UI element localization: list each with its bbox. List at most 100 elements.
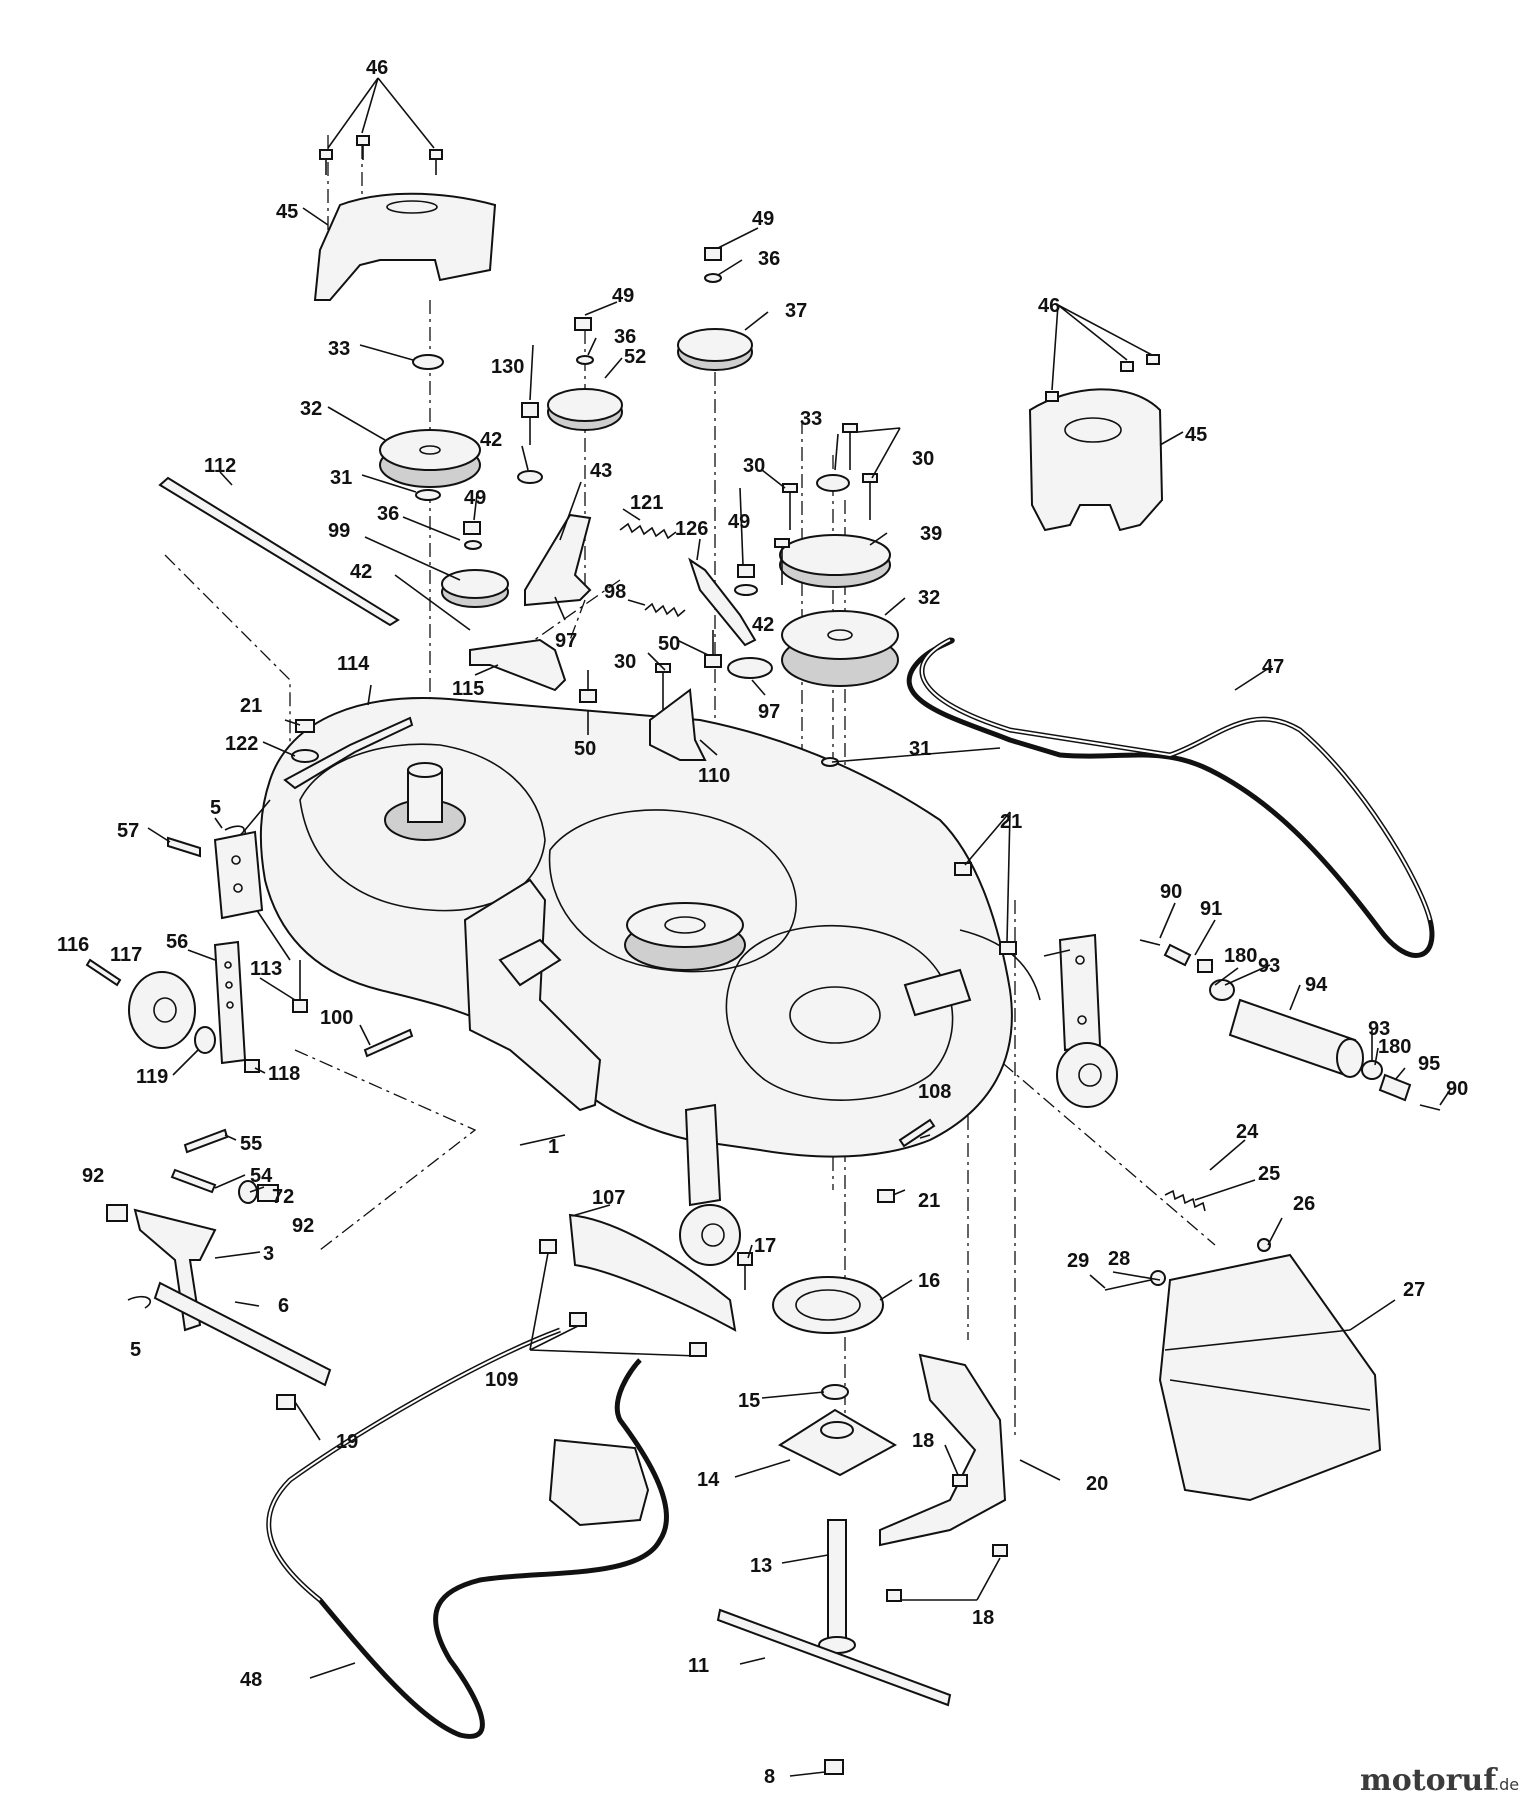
nut-49-b (574, 317, 592, 331)
callout-126: 126 (675, 518, 708, 540)
callout-43: 43 (590, 460, 612, 482)
callout-21: 21 (1000, 811, 1022, 833)
blade-11 (716, 1608, 952, 1707)
springs (619, 522, 1206, 1212)
belt-47 (906, 637, 1435, 958)
callout-1: 1 (548, 1136, 559, 1158)
washer-119 (194, 1026, 216, 1054)
spacer-33-right (816, 474, 850, 492)
bolt-108 (898, 1118, 936, 1148)
callout-118: 118 (268, 1063, 300, 1085)
baffle-20 (879, 1353, 1007, 1547)
callout-31: 31 (330, 467, 352, 489)
bolts-30 (655, 423, 878, 715)
shield-107 (568, 1213, 737, 1332)
callout-42: 42 (752, 614, 774, 636)
callout-46: 46 (1038, 295, 1060, 317)
callout-36: 36 (377, 503, 399, 525)
callout-97: 97 (555, 630, 577, 652)
callout-97: 97 (758, 701, 780, 723)
callout-25: 25 (1258, 1163, 1280, 1185)
callout-42: 42 (350, 561, 372, 583)
nuts-109 (539, 1239, 707, 1357)
washer-36-a (464, 540, 482, 550)
callout-107: 107 (592, 1187, 625, 1209)
callout-54: 54 (250, 1165, 273, 1187)
bolt-55 (183, 1128, 229, 1154)
callout-49: 49 (464, 487, 486, 509)
deck-center-baffle (463, 878, 602, 1112)
callout-labels: 46 45 33 32 31 36 99 42 112 130 42 49 49… (57, 57, 1468, 1788)
watermark-suffix: .de (1494, 1775, 1519, 1794)
callout-49: 49 (728, 511, 750, 533)
leader-lines (147, 77, 1451, 1777)
callout-114: 114 (337, 653, 370, 675)
rod-114 (283, 716, 414, 790)
bracket-56 (213, 940, 247, 1065)
washer-15 (821, 1384, 849, 1400)
bolt-8 (824, 1759, 844, 1775)
callout-115: 115 (452, 678, 484, 700)
deck-spindle-left (384, 762, 466, 841)
idler-bracket-43 (524, 513, 592, 607)
callout-33: 33 (800, 408, 822, 430)
spindle-housing-14 (777, 1408, 898, 1477)
bracket-126 (688, 557, 757, 647)
nut-49-d (737, 564, 755, 578)
deck-wheel-front (679, 1103, 741, 1266)
callout-116: 116 (57, 934, 89, 956)
callout-8: 8 (764, 1766, 775, 1788)
washer-42-a (517, 470, 543, 484)
washer-97-b (727, 657, 773, 679)
callout-55: 55 (240, 1133, 262, 1155)
roller-end-hardware (1139, 939, 1441, 1111)
deck-left-bracket (213, 830, 264, 920)
callout-18: 18 (972, 1607, 994, 1629)
deck-spindle-center (624, 902, 746, 971)
callout-36: 36 (758, 248, 780, 270)
callout-17: 17 (754, 1235, 776, 1257)
callout-39: 39 (920, 523, 942, 545)
callout-20: 20 (1086, 1473, 1108, 1495)
roller-94 (1228, 998, 1364, 1078)
callout-21: 21 (240, 695, 262, 717)
bracket-110 (649, 688, 707, 761)
callout-50: 50 (574, 738, 596, 760)
callout-32: 32 (300, 398, 322, 420)
pin-5-bottom (127, 1295, 152, 1309)
callout-24: 24 (1236, 1121, 1259, 1143)
callout-57: 57 (117, 820, 139, 842)
callout-50: 50 (658, 633, 680, 655)
bolt-50 (579, 630, 722, 703)
bolt-17 (737, 1252, 753, 1290)
deck-wheel-rear (1056, 1042, 1118, 1108)
callout-109: 109 (485, 1369, 518, 1391)
callout-14: 14 (697, 1469, 720, 1491)
spacer-33-left (412, 354, 444, 370)
callout-11: 11 (688, 1655, 709, 1677)
callout-93: 93 (1258, 955, 1280, 977)
bolt-113 (292, 960, 308, 1013)
washer-31-left (415, 489, 441, 501)
callout-6: 6 (278, 1295, 289, 1317)
callout-36: 36 (614, 326, 636, 348)
callout-49: 49 (752, 208, 774, 230)
callout-110: 110 (698, 765, 730, 787)
callout-130: 130 (491, 356, 524, 378)
washer-42-c (734, 584, 758, 596)
callout-90: 90 (1446, 1078, 1468, 1100)
idler-arm-115 (469, 638, 567, 692)
pulley-99 (441, 569, 509, 608)
callout-15: 15 (738, 1390, 760, 1412)
pulley-39 (779, 534, 891, 588)
callout-48: 48 (240, 1669, 262, 1691)
callout-28: 28 (1108, 1248, 1130, 1270)
callout-45: 45 (1185, 424, 1207, 446)
callout-42: 42 (480, 429, 502, 451)
chute-27 (1158, 1253, 1382, 1502)
washer-36-c (704, 273, 722, 283)
bolt-57 (167, 836, 201, 858)
callout-31: 31 (909, 738, 931, 760)
pulley-37 (677, 328, 753, 371)
